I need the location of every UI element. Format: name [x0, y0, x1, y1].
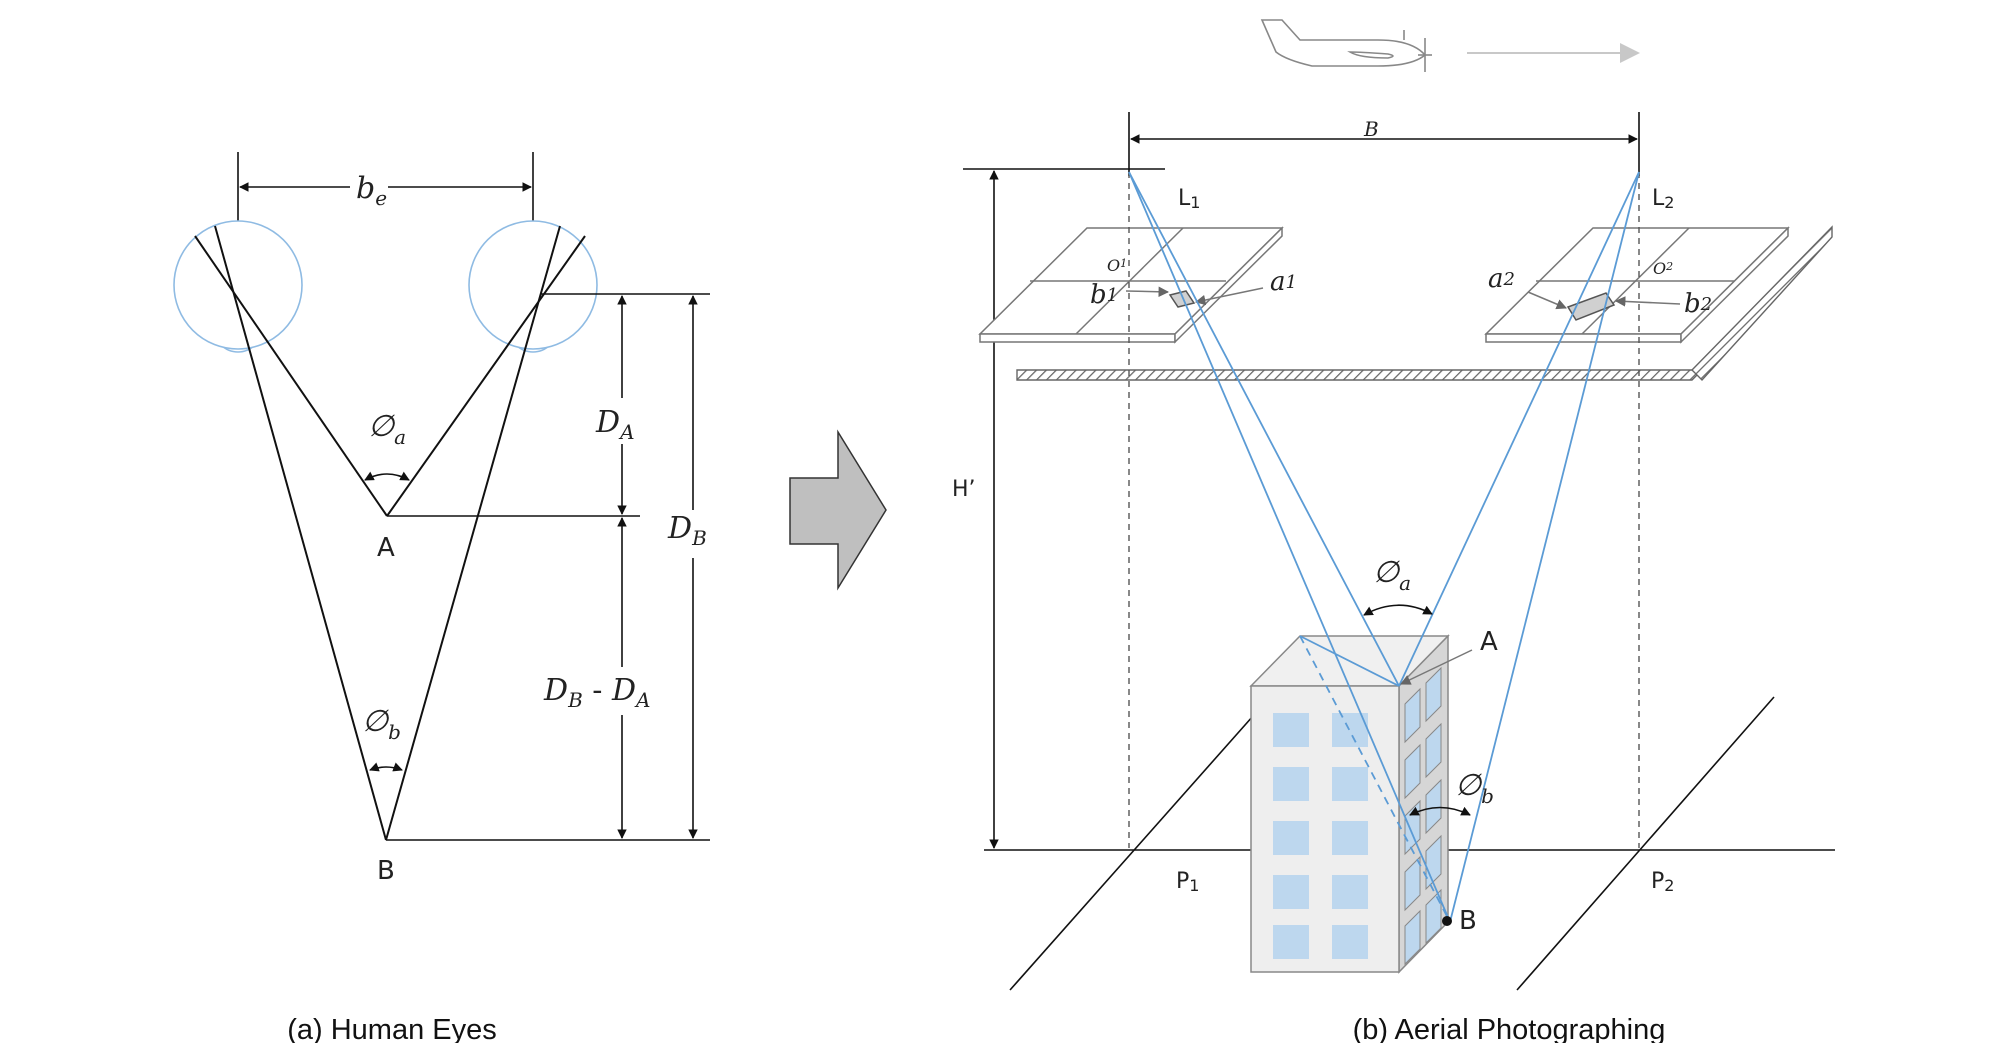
dist-a-label: DA [595, 405, 635, 444]
caption-human-eyes: (a) Human Eyes [287, 1014, 497, 1043]
ground-point-1-label: P1 [1176, 869, 1199, 895]
principal-point-1-label: O1 [1107, 256, 1127, 275]
point-b-marker [1442, 916, 1452, 926]
point-b-label-aerial: B [1459, 906, 1477, 936]
photo-1 [978, 226, 1284, 344]
angle-a-label: ∅a [368, 409, 406, 449]
lens-2-label: L2 [1652, 186, 1674, 212]
angle-b-label: ∅b [362, 704, 401, 744]
transition-arrow [789, 429, 887, 591]
angle-a-label-aerial: ∅a [1373, 555, 1411, 595]
dist-diff-label: DB - DA [543, 673, 651, 712]
sight-line-left-a [194, 235, 388, 517]
angle-b-arc-aerial [1409, 806, 1471, 816]
angle-b-arc [369, 762, 403, 772]
datum-plane [1016, 369, 1704, 381]
point-a-label: A [377, 533, 395, 563]
sight-line-right-a [386, 235, 586, 517]
angle-a-arc-aerial [1363, 604, 1433, 616]
point-b-label: B [377, 856, 395, 886]
angle-b-label-aerial: ∅b [1455, 768, 1494, 808]
point-a-label-aerial: A [1480, 627, 1498, 657]
dist-b-label: DB [667, 511, 707, 550]
angle-a-arc [364, 471, 410, 481]
ground-oblique-2 [1516, 696, 1775, 991]
left-eye [173, 220, 303, 353]
ground-point-2-label: P2 [1651, 869, 1674, 895]
panel-a-human-eyes: be ∅a ∅b A B DA DB [173, 152, 714, 1043]
photo-2-building-image [1566, 292, 1616, 321]
flying-height-label: H’ [952, 477, 976, 502]
principal-point-2-label: O2 [1653, 259, 1673, 278]
sight-line-left-b [214, 225, 387, 841]
panel-b-aerial: B H’ L1 L2 O1 b1 a1 [952, 19, 1835, 1043]
image-point-b1-label: b1 [1090, 280, 1118, 310]
image-point-b2-label: b2 [1684, 289, 1712, 319]
eye-baseline-label: be [356, 171, 387, 210]
image-point-a1-label: a1 [1270, 267, 1297, 297]
lens-1-label: L1 [1178, 186, 1200, 212]
projection-rays [1128, 171, 1640, 923]
sight-line-right-b [385, 225, 561, 841]
right-eye [468, 220, 598, 353]
air-base-label: B [1363, 117, 1379, 141]
caption-aerial-photographing: (b) Aerial Photographing [1353, 1014, 1666, 1043]
datum-plane-edge [1691, 225, 1833, 382]
airplane-icon [1260, 19, 1432, 72]
image-point-a2-label: a2 [1488, 264, 1515, 294]
ground-oblique-1 [1009, 715, 1254, 991]
